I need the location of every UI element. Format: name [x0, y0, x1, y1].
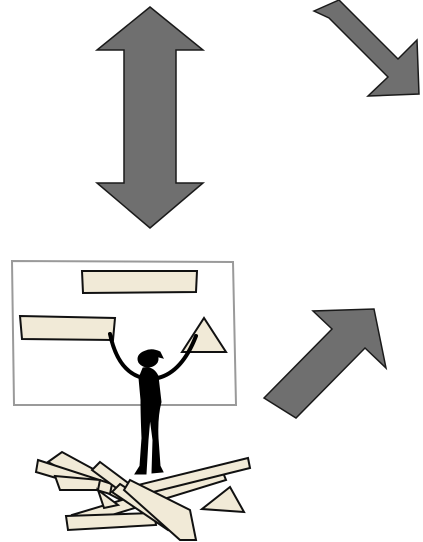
card-top	[82, 271, 197, 293]
card-left	[20, 316, 115, 340]
person-arranging-cards-on-board-icon	[12, 261, 250, 540]
floor-triangle	[202, 487, 244, 512]
arrow-down-right-icon	[314, 0, 419, 96]
figure-body	[135, 368, 163, 474]
floor-card	[66, 513, 156, 530]
arrow-up-right-icon	[264, 309, 386, 418]
double-headed-arrow-icon	[97, 7, 203, 228]
